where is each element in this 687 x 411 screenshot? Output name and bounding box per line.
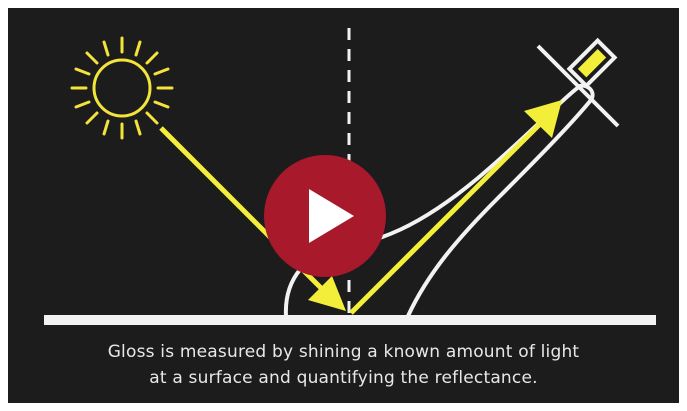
play-icon	[264, 155, 386, 277]
play-button[interactable]	[264, 155, 386, 277]
sun-icon	[72, 38, 172, 138]
caption-line-1: Gloss is measured by shining a known amo…	[8, 342, 679, 362]
caption-line-2: at a surface and quantifying the reflect…	[8, 368, 679, 388]
surface-line	[44, 315, 656, 325]
video-player[interactable]: Gloss is measured by shining a known amo…	[8, 8, 679, 403]
